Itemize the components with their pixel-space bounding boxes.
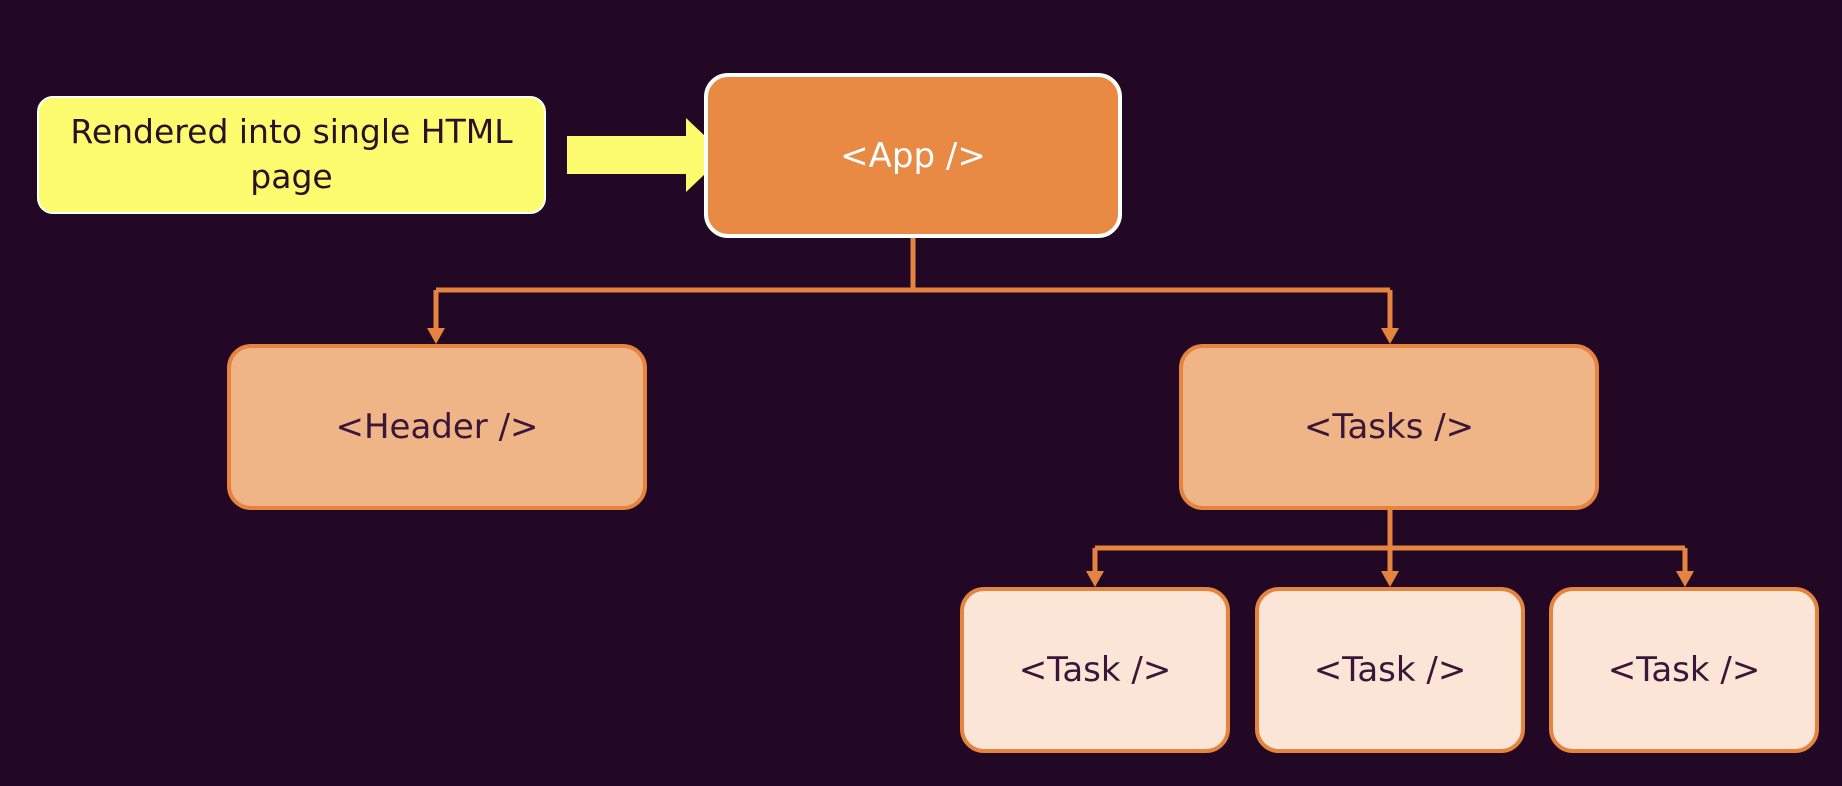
- connector-app-children: [433, 238, 1393, 330]
- node-label: <Task />: [1607, 650, 1761, 690]
- callout-arrow-icon: [567, 118, 725, 192]
- arrowhead-to-task-1: [1086, 571, 1104, 587]
- node-tasks: <Tasks />: [1179, 344, 1599, 510]
- arrowhead-to-task-3: [1676, 571, 1694, 587]
- node-label: <Task />: [1018, 650, 1172, 690]
- node-task-3: <Task />: [1549, 587, 1819, 753]
- node-header: <Header />: [227, 344, 647, 510]
- connector-tasks-children: [1092, 510, 1688, 573]
- node-task-2: <Task />: [1255, 587, 1525, 753]
- arrowhead-to-tasks: [1381, 328, 1399, 344]
- arrowhead-to-header: [427, 328, 445, 344]
- callout-text: Rendered into single HTML page: [70, 112, 513, 196]
- node-label: <Tasks />: [1303, 407, 1475, 447]
- node-label: <Header />: [335, 407, 539, 447]
- callout-note: Rendered into single HTML page: [37, 96, 546, 214]
- node-label: <Task />: [1313, 650, 1467, 690]
- node-label: <App />: [840, 135, 986, 176]
- arrowhead-to-task-2: [1381, 571, 1399, 587]
- node-task-1: <Task />: [960, 587, 1230, 753]
- node-app: <App />: [704, 73, 1122, 238]
